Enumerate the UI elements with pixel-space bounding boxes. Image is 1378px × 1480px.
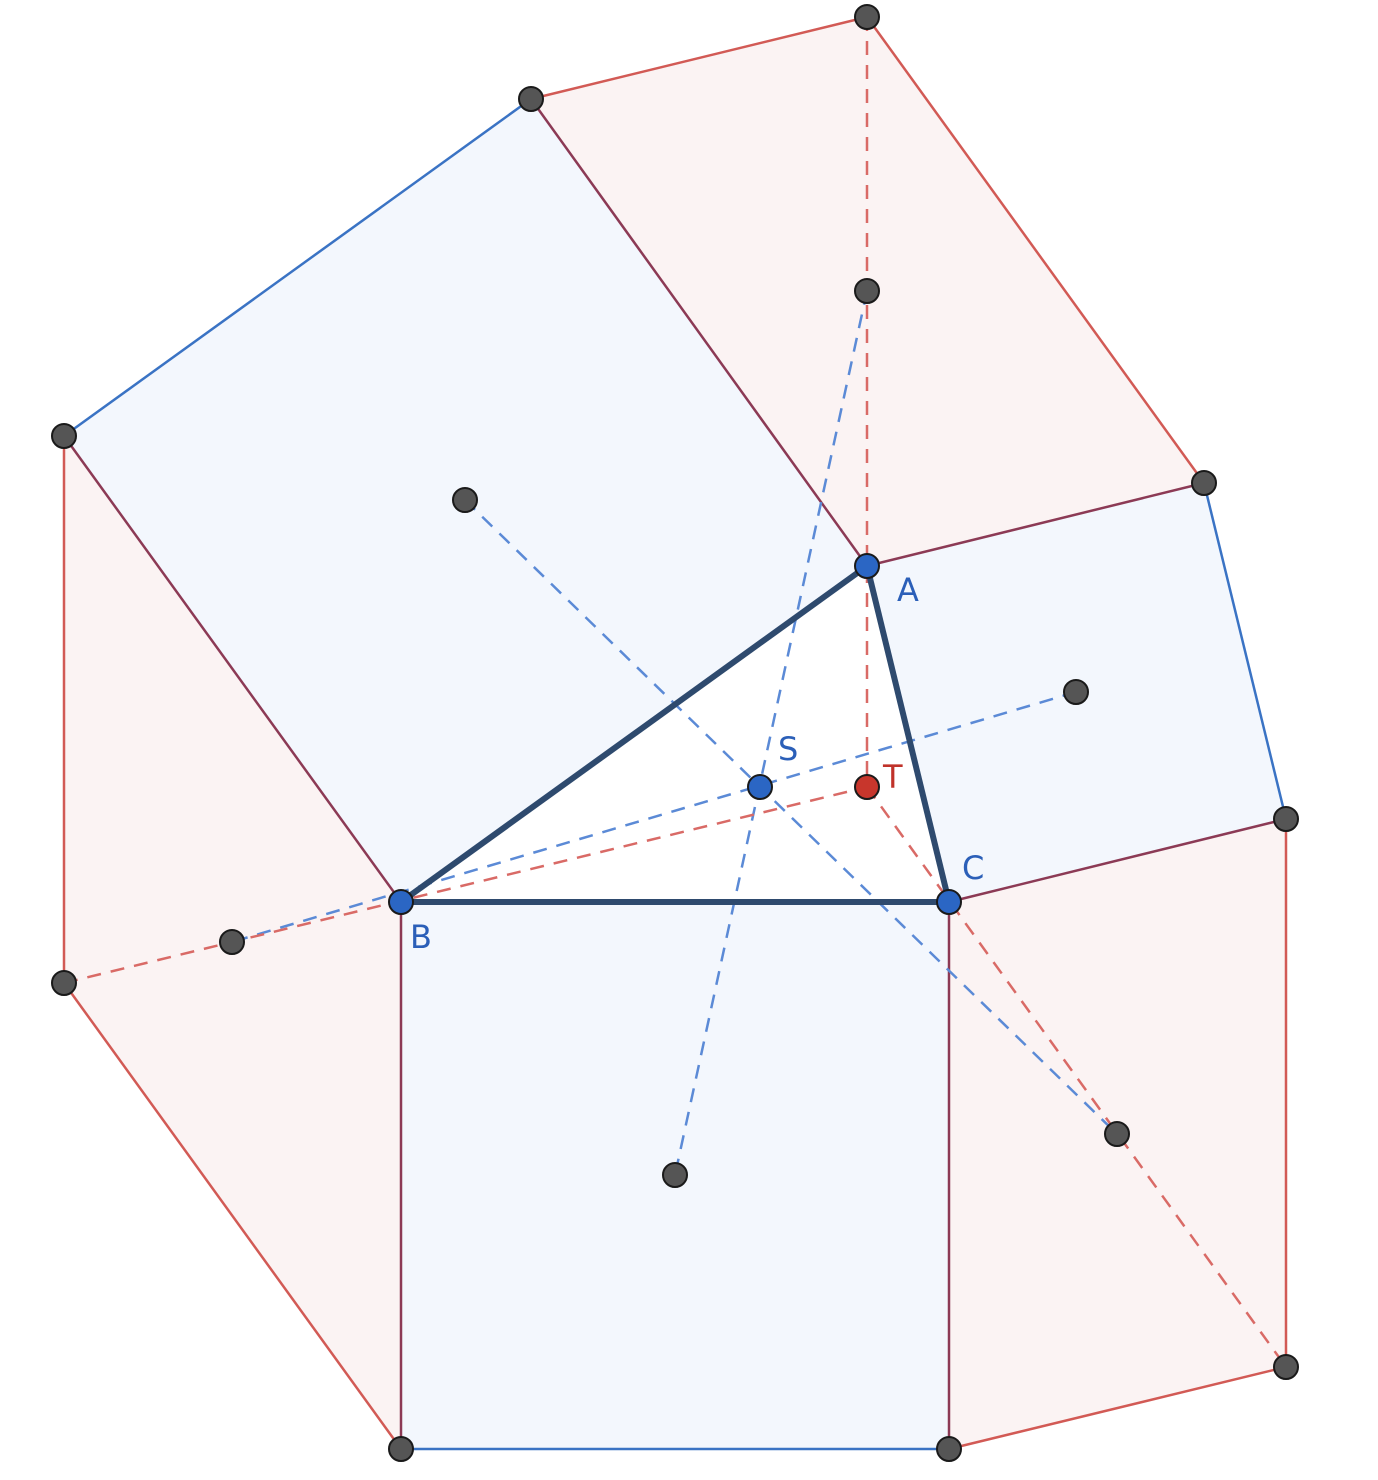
label-b: B bbox=[410, 918, 432, 956]
point-a[interactable] bbox=[854, 553, 880, 579]
edge-bottom-outer bbox=[948, 1365, 1287, 1451]
dash-vertical-blue-line bbox=[673, 290, 869, 1176]
edge-a-sq-corner bbox=[529, 98, 869, 567]
point-s[interactable] bbox=[747, 774, 773, 800]
main-points bbox=[388, 553, 962, 915]
edge-b-sq-corner bbox=[62, 435, 403, 903]
construction-points bbox=[51, 4, 1299, 1462]
label-s: S bbox=[778, 730, 798, 768]
point-left-bottom[interactable] bbox=[51, 970, 77, 996]
red-dashed-lines bbox=[63, 17, 1288, 1368]
square-outer-edges bbox=[63, 97, 1288, 1451]
point-t[interactable] bbox=[854, 774, 880, 800]
edge-sq-ab-outer bbox=[63, 97, 532, 438]
point-upper-mid[interactable] bbox=[854, 278, 880, 304]
edge-top-right bbox=[865, 16, 1206, 484]
point-b[interactable] bbox=[388, 889, 414, 915]
point-right-mid[interactable] bbox=[1104, 1121, 1130, 1147]
point-sq-ab-center[interactable] bbox=[452, 487, 478, 513]
triangle-abc-edges bbox=[399, 563, 952, 905]
point-sq-bc-left[interactable] bbox=[388, 1436, 414, 1462]
point-sq-ac-center[interactable] bbox=[1063, 679, 1089, 705]
edge-sq-ac-outer bbox=[1202, 482, 1288, 820]
label-a: A bbox=[897, 571, 919, 609]
dash-sq-ac-center-line bbox=[231, 690, 1077, 944]
point-c[interactable] bbox=[936, 889, 962, 915]
point-left-mid[interactable] bbox=[219, 929, 245, 955]
dash-left-to-t bbox=[63, 785, 868, 985]
point-sq-ac-right[interactable] bbox=[1273, 806, 1299, 832]
point-top[interactable] bbox=[854, 4, 880, 30]
point-sq-bc-center[interactable] bbox=[662, 1162, 688, 1188]
triangle-abc-fill bbox=[401, 566, 949, 902]
point-bottom-right[interactable] bbox=[1273, 1354, 1299, 1380]
triangle-edge-ab bbox=[399, 563, 869, 905]
triangle-edge-ca bbox=[864, 565, 952, 903]
blue-dashed-lines bbox=[231, 290, 1118, 1176]
point-sq-ab-left[interactable] bbox=[51, 423, 77, 449]
edge-c-ac-corner bbox=[948, 817, 1287, 904]
label-c: C bbox=[962, 849, 984, 887]
edge-a-ac-corner bbox=[866, 481, 1205, 568]
edge-left-bottom bbox=[62, 982, 403, 1450]
point-sq-bc-right[interactable] bbox=[936, 1436, 962, 1462]
edge-top-outer bbox=[530, 15, 868, 101]
label-t: T bbox=[882, 758, 903, 796]
dash-sq-ab-center-line bbox=[464, 499, 1118, 1135]
point-sq-ac-top[interactable] bbox=[1191, 470, 1217, 496]
outer-red-edges bbox=[62, 15, 1288, 1451]
shared-dark-edges bbox=[62, 98, 1287, 1449]
point-sq-ab-top[interactable] bbox=[518, 86, 544, 112]
